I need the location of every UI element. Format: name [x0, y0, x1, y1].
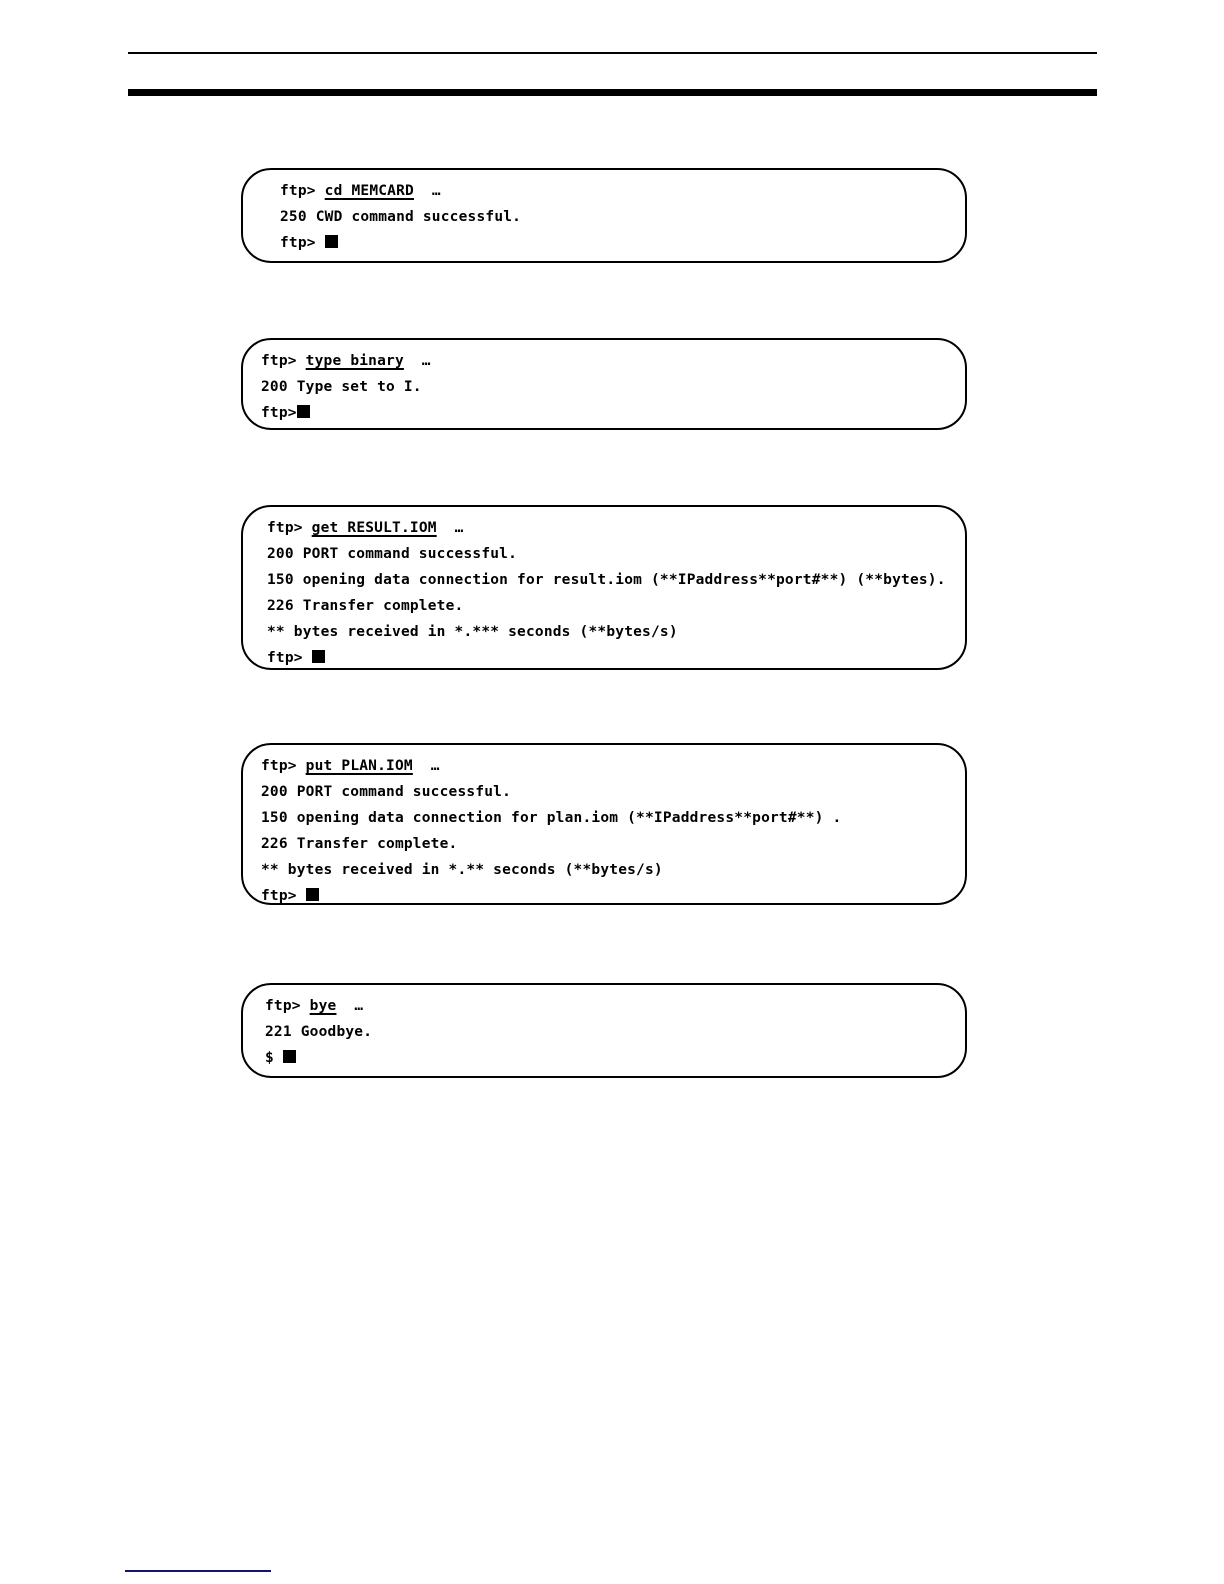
terminal-line: 200 PORT command successful.	[267, 541, 965, 567]
terminal-response: 200 Type set to I.	[261, 379, 422, 395]
terminal-command: get RESULT.IOM	[311, 520, 437, 536]
terminal-line: ftp> get RESULT.IOM …	[267, 515, 965, 541]
terminal-response: 250 CWD command successful.	[280, 209, 522, 225]
terminal-command: bye	[309, 998, 337, 1014]
terminal-box-4: ftp> put PLAN.IOM … 200 PORT command succ…	[241, 743, 967, 905]
terminal-lines-3: ftp> get RESULT.IOM … 200 PORT command su…	[243, 507, 965, 668]
terminal-line: 250 CWD command successful.	[280, 204, 965, 230]
header-thin-rule	[128, 52, 1097, 54]
ellipsis-marker-icon: …	[421, 353, 432, 369]
terminal-prompt: ftp>	[280, 235, 316, 251]
header-thick-rule	[128, 89, 1097, 96]
terminal-line: ftp>	[261, 883, 965, 904]
block-cursor-icon	[296, 405, 310, 418]
terminal-prompt: ftp>	[265, 998, 301, 1014]
ellipsis-marker-icon: …	[430, 758, 441, 774]
block-cursor-icon	[311, 650, 325, 663]
terminal-prompt: ftp>	[267, 650, 303, 666]
terminal-box-3: ftp> get RESULT.IOM … 200 PORT command su…	[241, 505, 967, 670]
terminal-response: 226 Transfer complete.	[267, 598, 464, 614]
terminal-line: 221 Goodbye.	[265, 1019, 965, 1045]
ellipsis-marker-icon: …	[354, 998, 365, 1014]
terminal-prompt: ftp>	[261, 888, 297, 904]
block-cursor-icon	[324, 235, 338, 248]
ellipsis-marker-icon: …	[454, 520, 465, 536]
terminal-line: ** bytes received in *.*** seconds (**by…	[267, 619, 965, 645]
terminal-line: ftp>	[280, 230, 965, 256]
terminal-line: 150 opening data connection for result.i…	[267, 567, 965, 593]
terminal-line: 226 Transfer complete.	[261, 831, 965, 857]
terminal-box-2: ftp> type binary … 200 Type set to I. ftp>	[241, 338, 967, 430]
terminal-command: put PLAN.IOM	[305, 758, 413, 774]
terminal-line: 150 opening data connection for plan.iom…	[261, 805, 965, 831]
terminal-prompt: ftp>	[261, 353, 297, 369]
terminal-prompt: ftp>	[261, 405, 297, 421]
terminal-lines-4: ftp> put PLAN.IOM … 200 PORT command succ…	[243, 745, 965, 904]
terminal-command: cd MEMCARD	[324, 183, 414, 199]
ellipsis-marker-icon: …	[431, 183, 442, 199]
terminal-line: 200 PORT command successful.	[261, 779, 965, 805]
terminal-prompt: $	[265, 1050, 274, 1066]
terminal-line: ftp> put PLAN.IOM …	[261, 753, 965, 779]
terminal-line: 200 Type set to I.	[261, 374, 965, 400]
terminal-line: ftp>	[261, 400, 965, 426]
terminal-lines-2: ftp> type binary … 200 Type set to I. ftp>	[243, 340, 965, 428]
terminal-prompt: ftp>	[267, 520, 303, 536]
terminal-prompt: ftp>	[261, 758, 297, 774]
terminal-response: ** bytes received in *.** seconds (**byt…	[261, 862, 663, 878]
terminal-line: $	[265, 1045, 965, 1071]
terminal-box-5: ftp> bye … 221 Goodbye. $	[241, 983, 967, 1078]
terminal-response: 221 Goodbye.	[265, 1024, 373, 1040]
terminal-line: ftp>	[267, 645, 965, 668]
terminal-command: type binary	[305, 353, 404, 369]
terminal-line: ftp> bye …	[265, 993, 965, 1019]
terminal-line: 226 Transfer complete.	[267, 593, 965, 619]
terminal-prompt: ftp>	[280, 183, 316, 199]
terminal-response: 200 PORT command successful.	[261, 784, 512, 800]
terminal-box-1: ftp> cd MEMCARD … 250 CWD command success…	[241, 168, 967, 263]
terminal-response: 200 PORT command successful.	[267, 546, 518, 562]
block-cursor-icon	[282, 1050, 296, 1063]
footer-rule	[125, 1570, 271, 1572]
terminal-line: ftp> cd MEMCARD …	[280, 178, 965, 204]
terminal-response: 150 opening data connection for plan.iom…	[261, 810, 842, 826]
terminal-line: ftp> type binary …	[261, 348, 965, 374]
block-cursor-icon	[305, 888, 319, 901]
terminal-lines-5: ftp> bye … 221 Goodbye. $	[243, 985, 965, 1076]
terminal-line: ** bytes received in *.** seconds (**byt…	[261, 857, 965, 883]
terminal-response: 226 Transfer complete.	[261, 836, 458, 852]
terminal-response: ** bytes received in *.*** seconds (**by…	[267, 624, 678, 640]
terminal-lines-1: ftp> cd MEMCARD … 250 CWD command success…	[243, 170, 965, 261]
terminal-response: 150 opening data connection for result.i…	[267, 572, 946, 588]
